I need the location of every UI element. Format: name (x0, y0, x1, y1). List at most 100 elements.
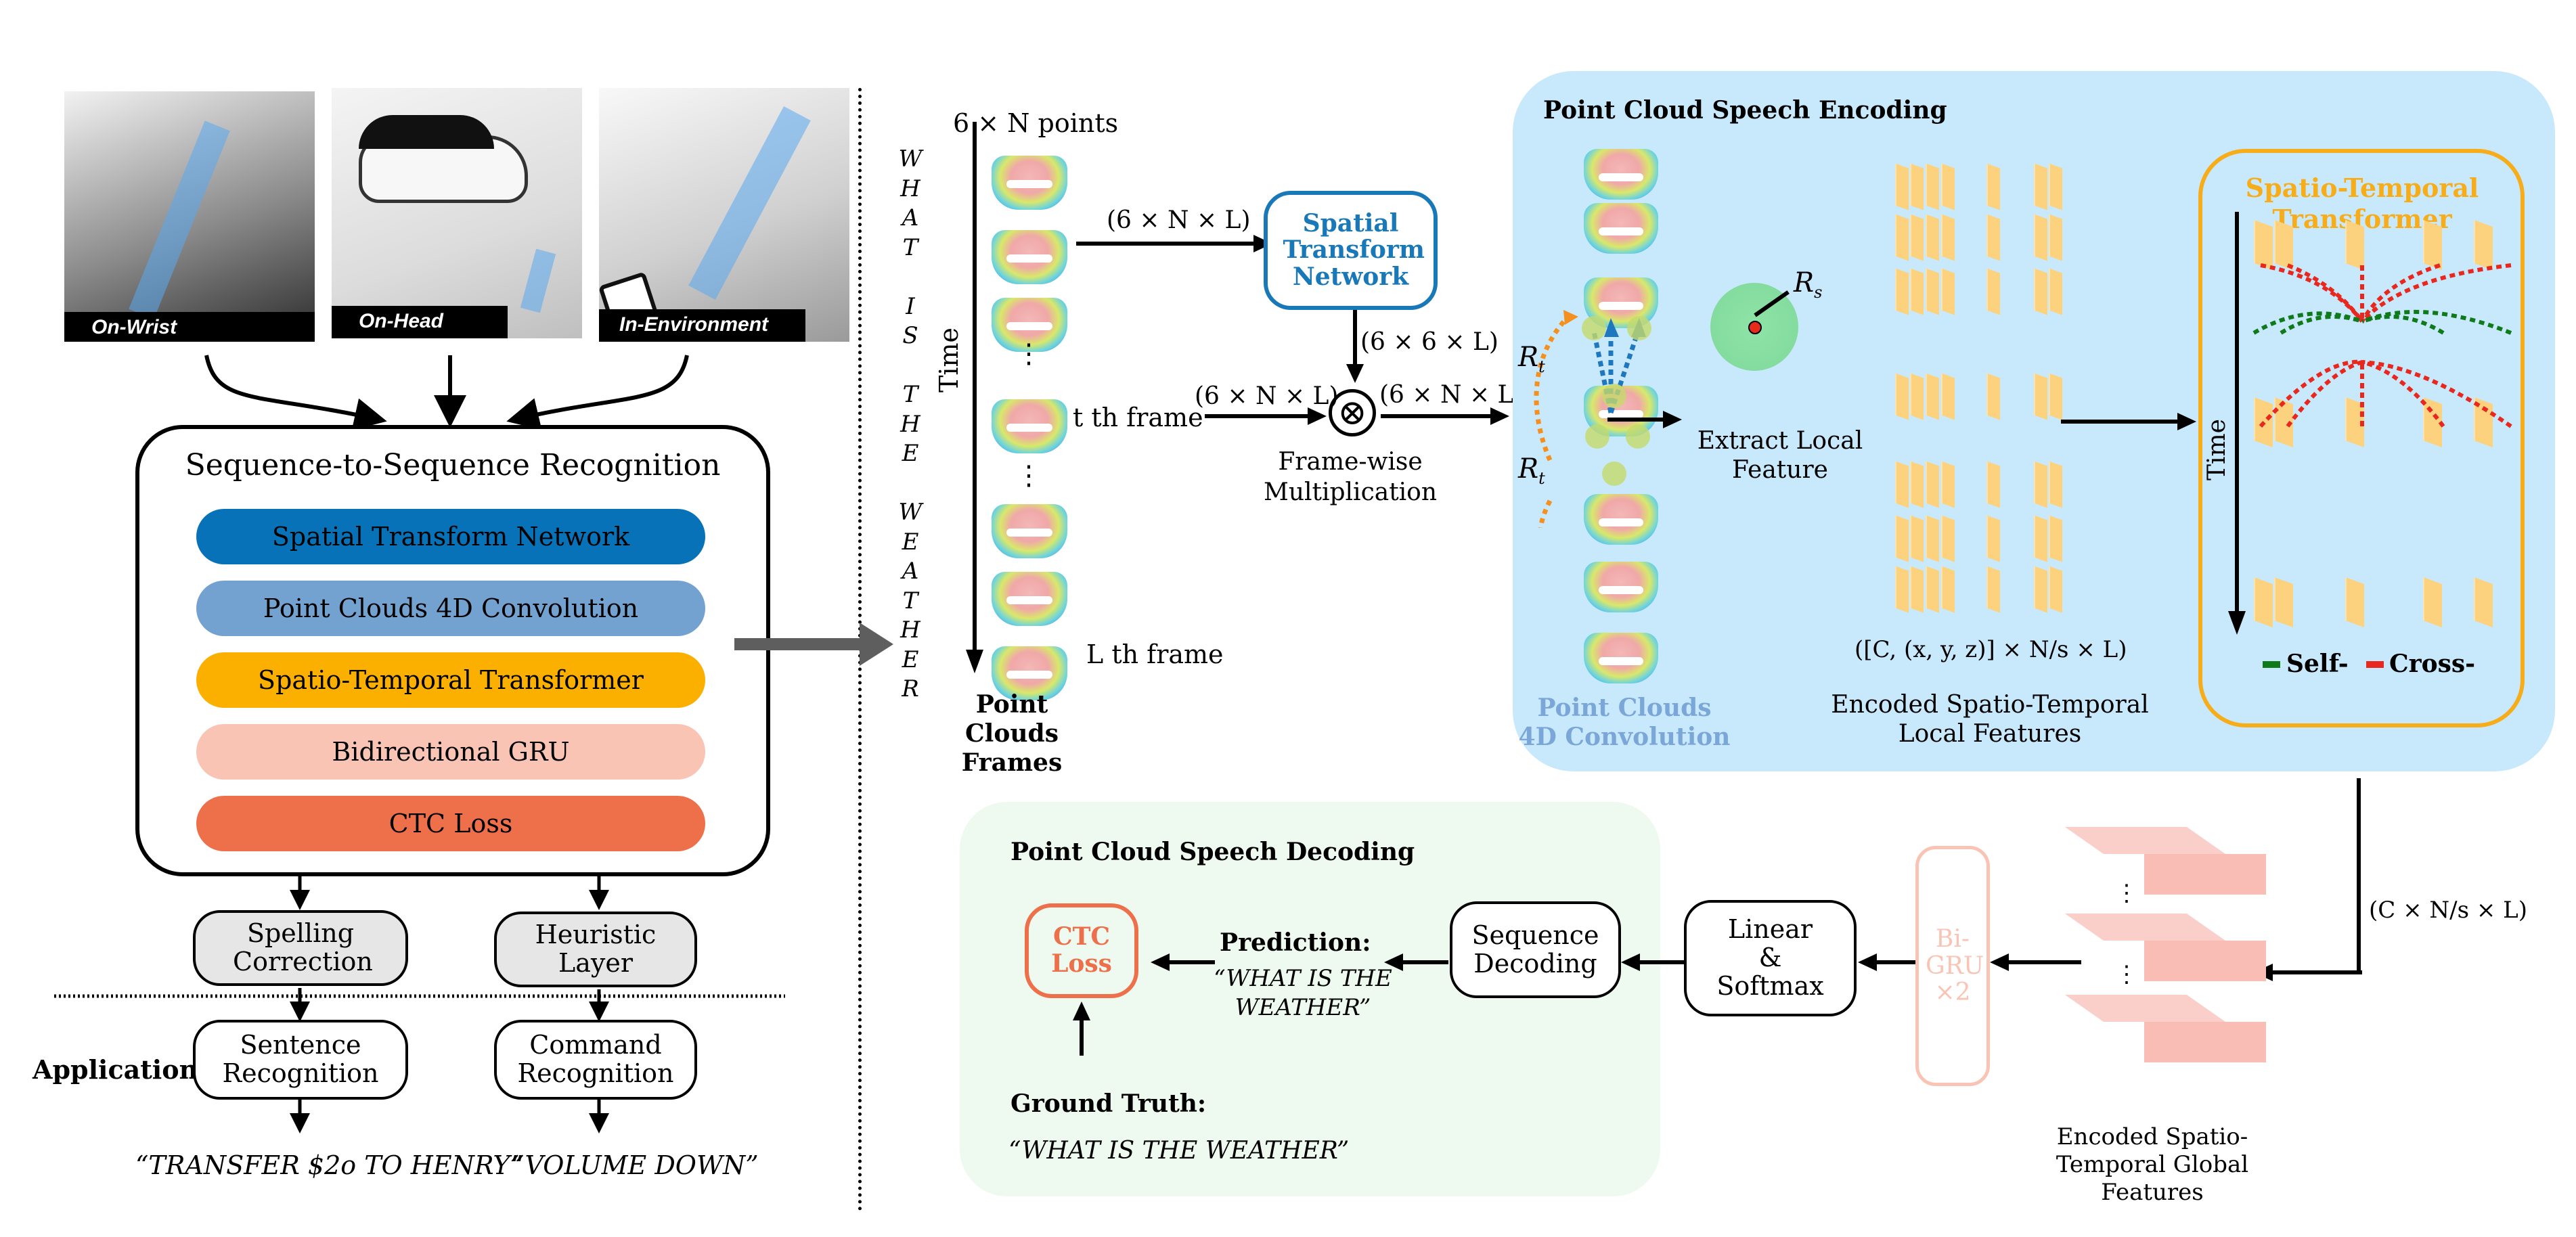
stn-box: Spatial Transform Network (1264, 191, 1438, 310)
global-feature-cube (2144, 941, 2266, 981)
sentence-letter: T (902, 381, 918, 408)
connector-env (506, 355, 689, 430)
heuristic-layer-box: Heuristic Layer (494, 912, 697, 987)
legend-self-swatch (2263, 661, 2280, 668)
local-feature-token (2049, 268, 2062, 315)
frames-vdots-1: ⋮ (1015, 338, 1042, 369)
local-feature-token (1910, 461, 1924, 508)
prediction-text: “WHAT IS THE WEATHER” (1214, 965, 1392, 1021)
local-feature-token (1986, 461, 2000, 508)
local-feature-token (1986, 163, 2000, 210)
arrow-to-global-features (2254, 964, 2362, 981)
sentence-letter: I (906, 292, 915, 320)
bigru-box: Bi- GRU ×2 (1915, 846, 1990, 1086)
sentence-letter: T (902, 233, 918, 261)
local-feature-token (1910, 373, 1924, 420)
lip-point-cloud-frame (992, 230, 1067, 284)
encoding-title: Point Cloud Speech Encoding (1543, 96, 1947, 125)
sentence-letter: A (902, 558, 919, 585)
application-label: Application (32, 1054, 198, 1085)
command-example: “VOLUME DOWN” (511, 1150, 759, 1180)
arrow-global-down (2357, 778, 2361, 971)
dim-to-stn: (6 × N × L) (1107, 206, 1251, 234)
transformer-time-label: Time (2203, 419, 2231, 480)
mult-label: Frame-wise Multiplication (1263, 448, 1438, 506)
local-feature-token (2034, 461, 2047, 508)
local-feature-token (1910, 515, 1924, 562)
local-feature-token (1986, 268, 2000, 315)
local-feature-token (1910, 214, 1924, 261)
global-dims: (C × N/s × L) (2369, 897, 2527, 924)
sentence-letter: H (900, 616, 920, 644)
conv-label: Point Clouds 4D Convolution (1518, 694, 1731, 752)
lip-point-cloud-frame (992, 504, 1067, 558)
extract-local-feature-label: Extract Local Feature (1697, 427, 1863, 485)
sentence-letter: R (902, 675, 919, 702)
transformer-title: Spatio-Temporal Transformer (2245, 173, 2479, 234)
local-feature-token (1941, 373, 1955, 420)
sentence-letter: A (902, 204, 919, 231)
local-feature-token (2049, 515, 2062, 562)
local-feature-token (1941, 566, 1955, 613)
local-feature-token (1941, 268, 1955, 315)
local-feature-token (1895, 515, 1909, 562)
rt-label-2: Rt (1518, 453, 1545, 488)
ctc-loss-box: CTC Loss (1025, 903, 1138, 998)
local-feature-token (1986, 214, 2000, 261)
frames-caption: Point Clouds Frames (961, 690, 1063, 778)
sentence-letter: E (902, 528, 919, 556)
multiply-icon: ⊗ (1329, 389, 1376, 436)
local-feature-token (1986, 373, 2000, 420)
lip-point-cloud-frame (992, 572, 1067, 626)
module-spatio-temporal-transformer: Spatio-Temporal Transformer (196, 652, 705, 708)
local-feature-token (2049, 461, 2062, 508)
local-feature-token (1926, 163, 1939, 210)
arrow-ground-truth (1073, 1002, 1090, 1056)
arrow-stn-down (1346, 310, 1364, 383)
lip-point-cloud-frame (1584, 494, 1658, 545)
connector-wrist (204, 355, 387, 430)
prediction-label: Prediction: (1220, 928, 1371, 957)
transformer-box (2198, 149, 2525, 727)
local-feature-token (1941, 163, 1955, 210)
global-vdots-2: ⋮ (2115, 961, 2138, 988)
local-feature-token (2034, 163, 2047, 210)
local-feature-token (1926, 268, 1939, 315)
global-vdots-1: ⋮ (2115, 880, 2138, 907)
local-feature-token (1941, 214, 1955, 261)
sentence-letter: W (898, 145, 923, 173)
sentence-letter: T (902, 587, 918, 614)
lip-point-cloud-frame (1584, 633, 1658, 683)
module-ctc-loss: CTC Loss (196, 796, 705, 851)
local-feature-token (2049, 163, 2062, 210)
transformer-token (2254, 577, 2273, 628)
lip-point-cloud-frame (992, 399, 1067, 453)
arrow-to-linear (1858, 953, 1915, 971)
global-caption: Encoded Spatio-Temporal Global Features (2056, 1123, 2249, 1206)
lip-point-cloud-frame (992, 156, 1067, 210)
lip-point-cloud-frame (992, 646, 1067, 700)
sequence-decoding-box: Sequence Decoding (1450, 901, 1621, 998)
legend-cross-swatch (2366, 661, 2384, 668)
global-feature-cube (2144, 854, 2266, 895)
local-feature-token (1926, 373, 1939, 420)
transformer-time-arrow (2228, 212, 2246, 635)
local-feature-token (1895, 373, 1909, 420)
transformer-token (2474, 577, 2493, 628)
spelling-correction-box: Spelling Correction (193, 910, 408, 986)
local-feature-token (2034, 214, 2047, 261)
sentence-letter: S (902, 322, 918, 349)
local-feature-token (1986, 566, 2000, 613)
local-feature-token (2034, 268, 2047, 315)
points-label: 6 × N points (953, 108, 1119, 138)
on-wrist-label: On-Wrist (64, 312, 315, 342)
local-feature-token (1941, 461, 1955, 508)
time-axis-label: Time (934, 327, 964, 392)
local-feature-token (2034, 566, 2047, 613)
lip-point-cloud-frame (1584, 203, 1658, 254)
local-feature-token (1895, 214, 1909, 261)
sentence-recognition-box: Sentence Recognition (193, 1020, 408, 1100)
arrow-to-seq-decoding (1621, 953, 1685, 971)
module-spatial-transform-network: Spatial Transform Network (196, 509, 705, 564)
local-feature-token (1895, 461, 1909, 508)
